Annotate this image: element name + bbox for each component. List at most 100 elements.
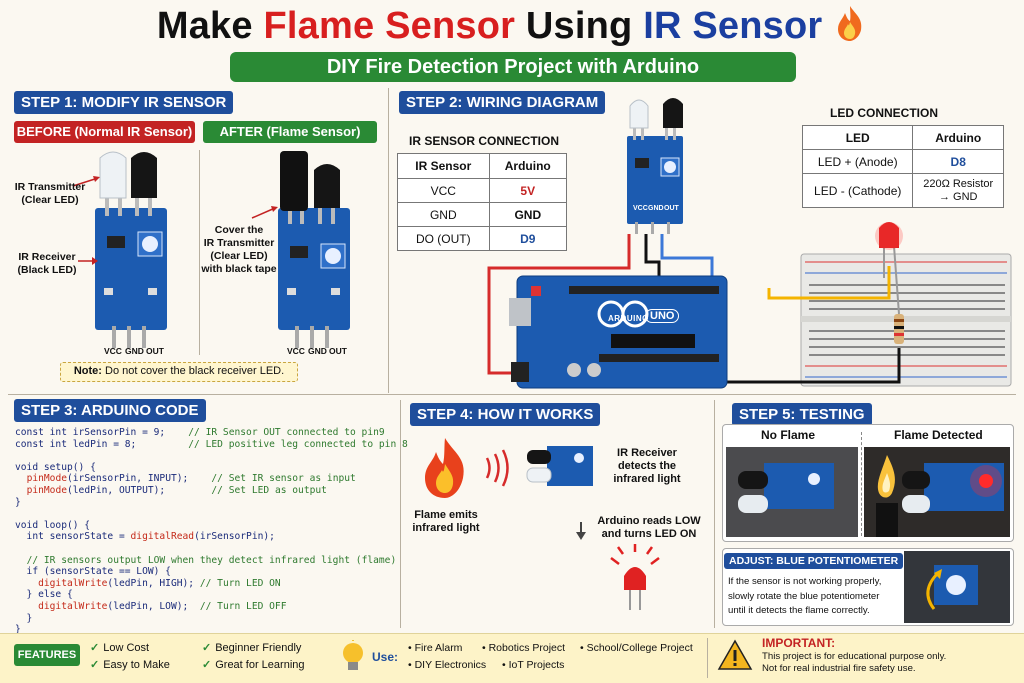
before-tag: BEFORE (Normal IR Sensor) (14, 121, 195, 143)
code-line: const int irSensorPin = 9; // IR Sensor … (15, 427, 408, 439)
use-iot-projects: • IoT Projects (502, 659, 565, 671)
ir-row-gnd-arduino: GND (488, 202, 568, 227)
step5-header: STEP 5: TESTING (732, 403, 872, 426)
title-part2: Flame Sensor (263, 5, 516, 47)
step1-header: STEP 1: MODIFY IR SENSOR (14, 91, 234, 114)
after-tag: AFTER (Flame Sensor) (203, 121, 377, 143)
arduino-uno-board (509, 275, 728, 389)
sensor-wiring (627, 98, 683, 234)
code-line (15, 508, 408, 520)
feature-low-cost: ✓Low Cost (90, 642, 150, 654)
step3-header: STEP 3: ARDUINO CODE (14, 399, 206, 422)
ir-row-d9: D9 (488, 226, 568, 251)
code-text (15, 555, 27, 566)
code-line: } else { (15, 589, 408, 601)
potentiometer-photo (904, 551, 1010, 623)
check-icon: ✓ (90, 642, 100, 654)
use-label: Use: (372, 650, 399, 664)
code-text: int sensorState = digitalRead(irSensorPi… (15, 531, 275, 543)
title-part3: Using (525, 5, 633, 47)
receiver-label: IR Receiver (Black LED) (17, 251, 77, 276)
led-row-cathode: LED - (Cathode) (801, 173, 914, 208)
divider-before-after (199, 150, 200, 355)
feature-beginner-friendly: ✓Beginner Friendly (202, 642, 302, 654)
photo-no-flame (726, 447, 858, 537)
features-badge: FEATURES (14, 644, 80, 666)
sensor-after (278, 151, 350, 348)
code-comment: // LED positive leg connected to pin 8 (188, 438, 408, 450)
testing-photos (726, 447, 1010, 537)
code-comment: // Set IR sensor as input (211, 473, 356, 485)
code-line (15, 543, 408, 555)
code-line: digitalWrite(ledPin, LOW); // Turn LED O… (15, 601, 408, 613)
note-prefix: Note: (73, 365, 102, 377)
code-line: const int ledPin = 8; // LED positive le… (15, 439, 408, 451)
pin-label-gnd-after: GND (308, 346, 327, 356)
important-title: IMPORTANT: (762, 636, 836, 650)
code-line: pinMode(irSensorPin, INPUT); // Set IR s… (15, 473, 408, 485)
footer-divider (707, 638, 708, 678)
sensor-howitworks (526, 446, 593, 486)
code-comment: // Set LED as output (211, 484, 327, 496)
transmitter-label: IR Transmitter (Clear LED) (14, 181, 86, 206)
code-comment: // IR sensors output LOW when they detec… (26, 554, 397, 566)
pin-label-vcc-after: VCC (287, 346, 305, 356)
arduino-code-block: const int irSensorPin = 9; // IR Sensor … (15, 427, 408, 636)
important-text: This project is for educational purpose … (762, 651, 947, 674)
flame-icon (425, 438, 464, 498)
lightbulb-icon (343, 640, 363, 670)
code-line (15, 450, 408, 462)
code-text: pinMode(ledPin, OUTPUT); (26, 484, 212, 496)
code-line: void setup() { (15, 462, 408, 474)
code-text: void loop() { (15, 519, 91, 531)
code-line: int sensorState = digitalRead(irSensorPi… (15, 531, 408, 543)
code-line: digitalWrite(ledPin, HIGH); // Turn LED … (15, 578, 408, 590)
led-header-led: LED (801, 125, 914, 150)
code-comment: // Turn LED OFF (199, 600, 287, 612)
code-text: pinMode(irSensorPin, INPUT); (26, 473, 212, 485)
ir-row-gnd: GND (397, 202, 490, 227)
wiring-diagram (487, 98, 1012, 389)
sensor-modify-diagram (72, 151, 350, 348)
feature-easy-to-make: ✓Easy to Make (90, 659, 170, 671)
led-row-resistor: 220Ω Resistor → GND (912, 173, 1004, 208)
check-icon: ✓ (202, 642, 212, 654)
breadboard (800, 253, 1012, 387)
adjust-header: ADJUST: BLUE POTENTIOMETER (724, 553, 904, 569)
divider-vertical-bottom-2 (714, 400, 715, 628)
page-title: Make Flame Sensor Using IR Sensor (0, 4, 1024, 48)
check-icon: ✓ (90, 659, 100, 671)
divider-horizontal-mid (8, 394, 1016, 395)
pin-label-out-before: OUT (146, 346, 164, 356)
divider-vertical-top (388, 88, 389, 393)
title-part1: Make (156, 5, 253, 47)
code-text: digitalWrite(ledPin, LOW); (38, 600, 200, 612)
code-comment: // Turn LED ON (199, 577, 281, 589)
feature-great-for-learning: ✓Great for Learning (202, 659, 305, 671)
code-text: void setup() { (15, 461, 96, 473)
testing-divider (861, 432, 862, 536)
step2-header: STEP 2: WIRING DIAGRAM (399, 91, 606, 114)
ir-row-5v: 5V (488, 178, 568, 203)
adjust-text: If the sensor is not working properly, s… (728, 576, 882, 616)
flame-detected-label: Flame Detected (894, 428, 983, 442)
warning-icon (717, 639, 753, 670)
led-connection-title: LED CONNECTION (830, 106, 938, 120)
ir-connection-title: IR SENSOR CONNECTION (409, 134, 560, 148)
led-on-icon (610, 544, 660, 610)
code-text: if (sensorState == LOW) { (15, 566, 171, 578)
code-line: } (15, 624, 408, 636)
wiring-pin-vcc: VCC (633, 205, 648, 212)
note-box: Note: Do not cover the black receiver LE… (60, 362, 298, 382)
no-flame-label: No Flame (761, 428, 816, 442)
flame-emits-label: Flame emits infrared light (412, 509, 480, 534)
arduino-brand: ARDUINO (608, 314, 649, 323)
code-text: } (15, 496, 21, 508)
code-text: const int ledPin = 8; (15, 438, 189, 450)
ir-header-sensor: IR Sensor (397, 153, 490, 179)
how-it-works-diagram (425, 438, 660, 610)
code-line: // IR sensors output LOW when they detec… (15, 555, 408, 567)
use-robotics-project: • Robotics Project (482, 642, 566, 654)
